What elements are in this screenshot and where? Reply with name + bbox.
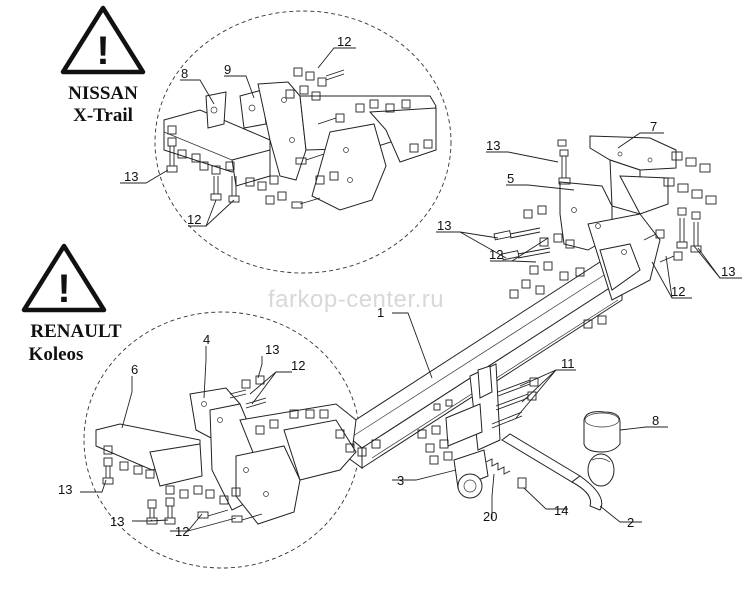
callout-11: 11 bbox=[561, 356, 575, 371]
callout-14: 14 bbox=[554, 503, 568, 518]
right-fasteners bbox=[493, 139, 717, 329]
callout-6: 6 bbox=[131, 362, 138, 377]
callout-8: 8 bbox=[181, 66, 188, 81]
callout-8-ball: 8 bbox=[652, 413, 659, 428]
warning-sign-renault: ! RENAULT Koleos bbox=[21, 243, 122, 365]
callout-13: 13 bbox=[58, 482, 72, 497]
callout-5: 5 bbox=[507, 171, 514, 186]
right-bracket-assembly bbox=[559, 135, 677, 301]
exclamation-icon: ! bbox=[57, 267, 70, 311]
warning-nissan-line1: NISSAN bbox=[68, 83, 138, 104]
callout-12: 12 bbox=[187, 212, 201, 227]
callout-4: 4 bbox=[203, 332, 210, 347]
warning-nissan-line2: X-Trail bbox=[73, 105, 133, 126]
warning-triangle-icon bbox=[60, 5, 146, 75]
warning-renault-line2: Koleos bbox=[29, 344, 84, 365]
warning-sign-nissan: ! NISSAN X-Trail bbox=[60, 5, 146, 126]
callout-12: 12 bbox=[671, 284, 685, 299]
warning-triangle-icon bbox=[21, 243, 107, 313]
callout-1: 1 bbox=[377, 305, 384, 320]
callout-13: 13 bbox=[486, 138, 500, 153]
watermark: farkop-center.ru bbox=[268, 286, 444, 313]
warning-renault-line1: RENAULT bbox=[30, 321, 121, 342]
leader-lines bbox=[80, 47, 742, 532]
callout-9: 9 bbox=[224, 62, 231, 77]
callout-13: 13 bbox=[437, 218, 451, 233]
callout-13: 13 bbox=[124, 169, 138, 184]
callout-2: 2 bbox=[627, 515, 634, 530]
callout-20: 20 bbox=[483, 509, 497, 524]
callout-3: 3 bbox=[397, 473, 404, 488]
callout-labels: 12 9 8 13 12 7 13 5 13 12 12 13 1 11 8 3… bbox=[58, 34, 735, 539]
callout-12: 12 bbox=[175, 524, 189, 539]
callout-12: 12 bbox=[489, 247, 503, 262]
detail-circle-nissan bbox=[154, 10, 452, 274]
renault-detail bbox=[95, 375, 381, 525]
callout-12: 12 bbox=[291, 358, 305, 373]
callout-13: 13 bbox=[265, 342, 279, 357]
exclamation-icon: ! bbox=[96, 29, 109, 73]
callout-13: 13 bbox=[110, 514, 124, 529]
callout-13: 13 bbox=[721, 264, 735, 279]
center-assembly bbox=[417, 363, 621, 511]
nissan-detail bbox=[163, 67, 437, 211]
callout-7: 7 bbox=[650, 119, 657, 134]
callout-12: 12 bbox=[337, 34, 351, 49]
